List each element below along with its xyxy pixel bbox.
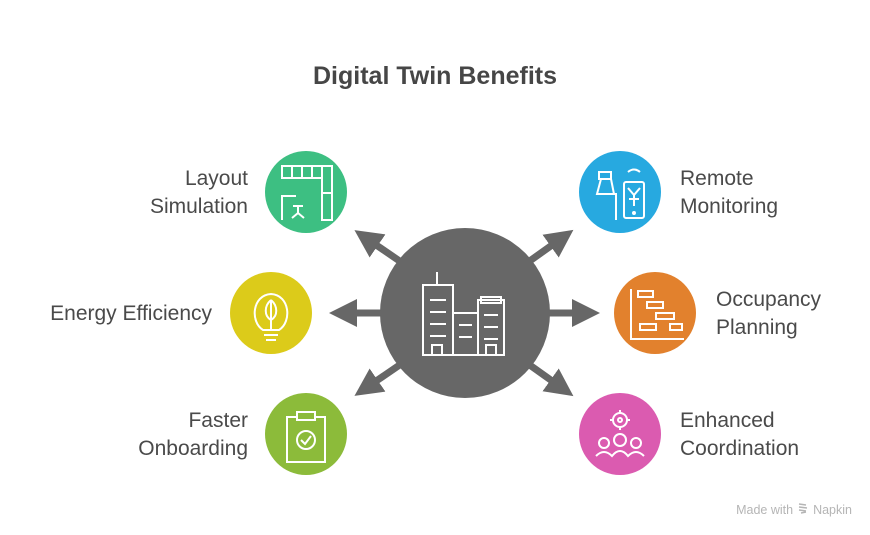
label-remote-monitoring: Remote Monitoring bbox=[680, 165, 778, 221]
label-line: Simulation bbox=[149, 195, 248, 218]
label-line: Planning bbox=[716, 316, 798, 339]
napkin-brand: Napkin bbox=[813, 502, 852, 517]
label-occupancy-planning: Occupancy Planning bbox=[716, 286, 821, 342]
benefit-circle-layout-simulation bbox=[265, 151, 347, 233]
remote-phone-icon bbox=[595, 168, 645, 220]
benefit-circle-energy-efficiency bbox=[230, 272, 312, 354]
diagram-title: Digital Twin Benefits bbox=[313, 62, 557, 90]
benefit-circle-occupancy-planning bbox=[614, 272, 696, 354]
label-line: Layout bbox=[184, 167, 248, 190]
label-line: Onboarding bbox=[138, 437, 248, 460]
label-energy-efficiency: Energy Efficiency bbox=[10, 300, 212, 328]
label-faster-onboarding: Faster Onboarding bbox=[100, 407, 248, 463]
team-gear-icon bbox=[595, 410, 645, 458]
eco-lightbulb-icon bbox=[253, 292, 289, 341]
benefit-circle-enhanced-coordination bbox=[579, 393, 661, 475]
buildings-icon bbox=[422, 272, 505, 356]
label-line: Coordination bbox=[680, 437, 800, 460]
gantt-chart-icon bbox=[630, 289, 684, 340]
label-line: Enhanced bbox=[680, 409, 775, 432]
label-line: Faster bbox=[188, 409, 248, 432]
label-line: Remote bbox=[680, 167, 754, 190]
clipboard-check-icon bbox=[286, 411, 326, 463]
label-line: Energy Efficiency bbox=[50, 302, 212, 325]
made-with-text: Made with bbox=[736, 502, 794, 517]
floor-plan-icon bbox=[281, 165, 333, 221]
label-line: Monitoring bbox=[680, 195, 779, 218]
made-with-napkin[interactable]: Made with Napkin bbox=[736, 502, 852, 517]
label-line: Occupancy bbox=[716, 288, 822, 311]
benefit-circle-remote-monitoring bbox=[579, 151, 661, 233]
benefit-circle-faster-onboarding bbox=[265, 393, 347, 475]
label-layout-simulation: Layout Simulation bbox=[100, 165, 248, 221]
label-enhanced-coordination: Enhanced Coordination bbox=[680, 407, 799, 463]
napkin-logo-icon bbox=[797, 502, 809, 517]
